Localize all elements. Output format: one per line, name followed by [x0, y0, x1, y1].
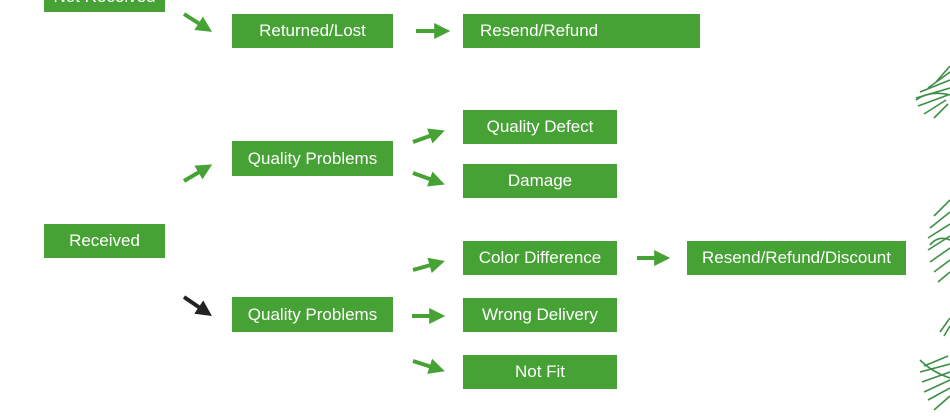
node-color-difference: Color Difference	[463, 241, 617, 275]
palm-leaf-decoration	[915, 65, 950, 411]
palm-leaf-icon	[927, 199, 950, 283]
arrow-quality-bottom-to-color	[412, 257, 445, 274]
node-damage: Damage	[463, 164, 617, 198]
node-quality-problems-bottom: Quality Problems	[232, 297, 393, 332]
palm-leaf-icon	[919, 355, 950, 411]
arrow-quality-top-to-damage	[412, 171, 445, 187]
node-resend-refund-discount: Resend/Refund/Discount	[687, 241, 906, 275]
node-resend-refund: Resend/Refund	[463, 14, 700, 48]
node-wrong-delivery: Wrong Delivery	[463, 298, 617, 332]
arrow-received-to-quality-bottom	[182, 295, 212, 317]
arrow-received-to-quality-top	[182, 164, 213, 183]
node-quality-problems-top: Quality Problems	[232, 141, 393, 176]
palm-leaf-icon	[939, 317, 950, 337]
node-quality-defect: Quality Defect	[463, 110, 617, 144]
node-not-fit: Not Fit	[463, 355, 617, 389]
arrow-quality-top-to-defect	[412, 128, 445, 144]
arrow-not-received-to-returned	[182, 12, 213, 32]
node-not-received: Not Received	[44, 0, 165, 12]
arrow-quality-bottom-to-notfit	[412, 358, 445, 374]
node-received: Received	[44, 224, 165, 258]
node-returned-lost: Returned/Lost	[232, 14, 393, 48]
palm-leaf-icon	[915, 65, 950, 119]
